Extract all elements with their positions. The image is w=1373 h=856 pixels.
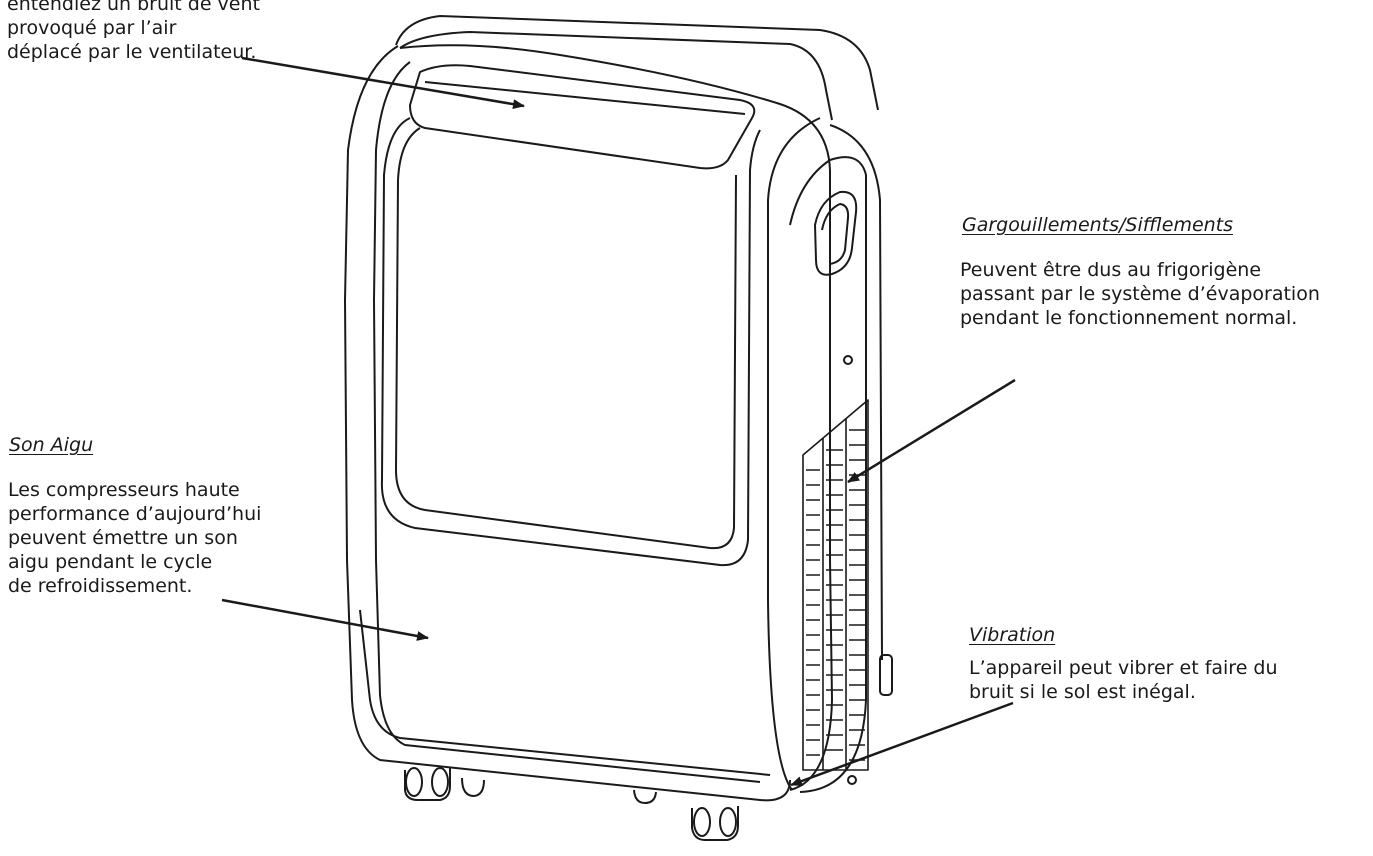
high-pitch-line: de refroidissement. <box>8 575 193 597</box>
fan-noise-description: entendiez un bruit de vent provoqué par … <box>7 0 260 64</box>
high-pitch-description: Les compresseurs haute performance d’auj… <box>8 478 261 598</box>
side-handle <box>814 190 858 276</box>
high-pitch-line: Les compresseurs haute <box>8 479 240 501</box>
high-pitch-line: performance d’aujourd’hui <box>8 503 262 525</box>
gurgle-heading: Gargouillements/Sifflements <box>962 214 1234 236</box>
fan-noise-line: entendiez un bruit de vent <box>7 0 260 15</box>
gurgle-line: pendant le fonctionnement normal. <box>960 307 1298 329</box>
side-panel <box>789 124 893 793</box>
vibration-line: L’appareil peut vibrer et faire du <box>969 657 1278 679</box>
front-panel <box>380 117 761 567</box>
fan-noise-line: déplacé par le ventilateur. <box>7 41 257 63</box>
vibration-heading: Vibration <box>969 624 1056 646</box>
leader-arrows <box>221 56 1016 787</box>
gurgle-line: Peuvent être dus au frigorigène <box>960 259 1262 281</box>
unit-top-shell <box>395 15 879 111</box>
top-air-vent <box>409 64 756 170</box>
high-pitch-line: aigu pendant le cycle <box>8 551 213 573</box>
unit-front-shell <box>344 45 791 802</box>
vibration-description: L’appareil peut vibrer et faire du bruit… <box>969 656 1278 704</box>
arrow-fan-noise <box>241 56 525 110</box>
high-pitch-line: peuvent émettre un son <box>8 527 238 549</box>
casters <box>404 767 739 841</box>
high-pitch-heading: Son Aigu <box>9 434 94 456</box>
arrow-gurgle <box>847 378 1016 484</box>
gurgle-description: Peuvent être dus au frigorigène passant … <box>960 258 1320 330</box>
arrow-high-pitch <box>221 598 429 641</box>
side-grille <box>802 399 869 771</box>
fan-noise-line: provoqué par l’air <box>7 17 177 39</box>
portable-air-conditioner-unit <box>344 15 893 841</box>
arrow-vibration <box>790 701 1014 787</box>
vibration-line: bruit si le sol est inégal. <box>969 681 1196 703</box>
gurgle-line: passant par le système d’évaporation <box>960 283 1320 305</box>
